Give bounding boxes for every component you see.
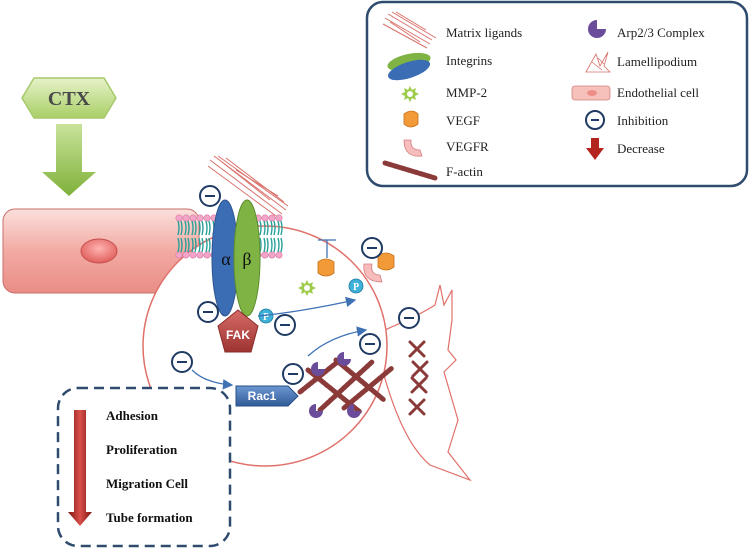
inhibition-icon <box>585 110 605 130</box>
inhibition-fak-arrow <box>274 314 296 336</box>
integrin-beta <box>233 199 261 317</box>
legend-vegf: VEGF <box>446 113 480 128</box>
vegfr-icon <box>403 139 423 157</box>
lamellipodium-shape <box>379 284 472 482</box>
rac1-label: Rac1 <box>248 389 277 403</box>
inhibition-lamellipodium <box>398 307 420 329</box>
legend-integrins: Integrins <box>446 53 492 68</box>
fak-pentagon <box>217 309 259 353</box>
endothelial-cell-icon <box>571 85 611 101</box>
effect-proliferation: Proliferation <box>106 442 178 457</box>
inhibition-lamellipodium-path <box>359 333 381 355</box>
inhibition-symbols <box>171 185 420 385</box>
arp23-icon <box>588 20 606 38</box>
vegf-icon <box>403 110 419 128</box>
integrins-icon <box>387 52 431 81</box>
vegf-shape-1 <box>317 258 335 277</box>
inhibition-factin <box>282 363 304 385</box>
phospho-fak-label: P <box>263 312 269 323</box>
matrix-ligands-icon <box>382 11 437 49</box>
ctx-badge: CTX <box>21 77 117 119</box>
inhibition-integrin-top <box>199 185 221 207</box>
ctx-label: CTX <box>48 88 91 110</box>
effect-migration-cell: Migration Cell <box>106 476 188 491</box>
factin-icon <box>382 160 438 181</box>
decrease-bar-arrow <box>68 410 92 526</box>
rac1-node: Rac1 <box>235 385 299 407</box>
legend-box: Matrix ligands Integrins MMP-2 VEGF VEGF… <box>365 0 749 188</box>
legend-inhibition: Inhibition <box>617 113 669 128</box>
effects-box: Adhesion Proliferation Migration Cell Tu… <box>56 386 232 548</box>
legend-endothelial: Endothelial cell <box>617 85 699 100</box>
effect-tube-formation: Tube formation <box>106 510 193 525</box>
legend-vegfr: VEGFR <box>446 139 489 154</box>
inhibition-integrin-bottom <box>197 301 219 323</box>
vegfr-shape <box>363 263 383 283</box>
phospho-vegfr: P <box>348 278 364 294</box>
inhibition-vegfr <box>361 237 383 259</box>
legend-decrease: Decrease <box>617 141 665 156</box>
legend-matrix-ligands: Matrix ligands <box>446 25 522 40</box>
vegf-inhibit-bar <box>318 239 336 258</box>
fak-label: FAK <box>226 328 250 342</box>
decrease-arrow-icon <box>586 138 604 160</box>
legend-mmp2: MMP-2 <box>446 85 487 100</box>
inhibition-rac1-path <box>171 351 193 373</box>
phospho-vegfr-label: P <box>353 282 359 293</box>
vegf-shape-2 <box>377 252 395 271</box>
beta-label: β <box>242 249 251 269</box>
effect-adhesion: Adhesion <box>106 408 159 423</box>
lamellipodium-icon <box>585 51 611 73</box>
signalling-arrows <box>191 296 368 390</box>
mmp2-star <box>298 280 316 296</box>
mmp2-icon <box>401 86 419 102</box>
cell-nucleus <box>80 238 118 264</box>
ctx-down-arrow <box>42 124 96 196</box>
legend-arp23: Arp2/3 Complex <box>617 25 705 40</box>
legend-lamellipodium: Lamellipodium <box>617 54 697 69</box>
legend-factin: F-actin <box>446 164 483 179</box>
matrix-ligand-strands <box>207 155 289 217</box>
lamellipodium-actin <box>408 340 429 416</box>
arp23-complexes <box>309 352 361 418</box>
alpha-label: α <box>221 249 231 269</box>
